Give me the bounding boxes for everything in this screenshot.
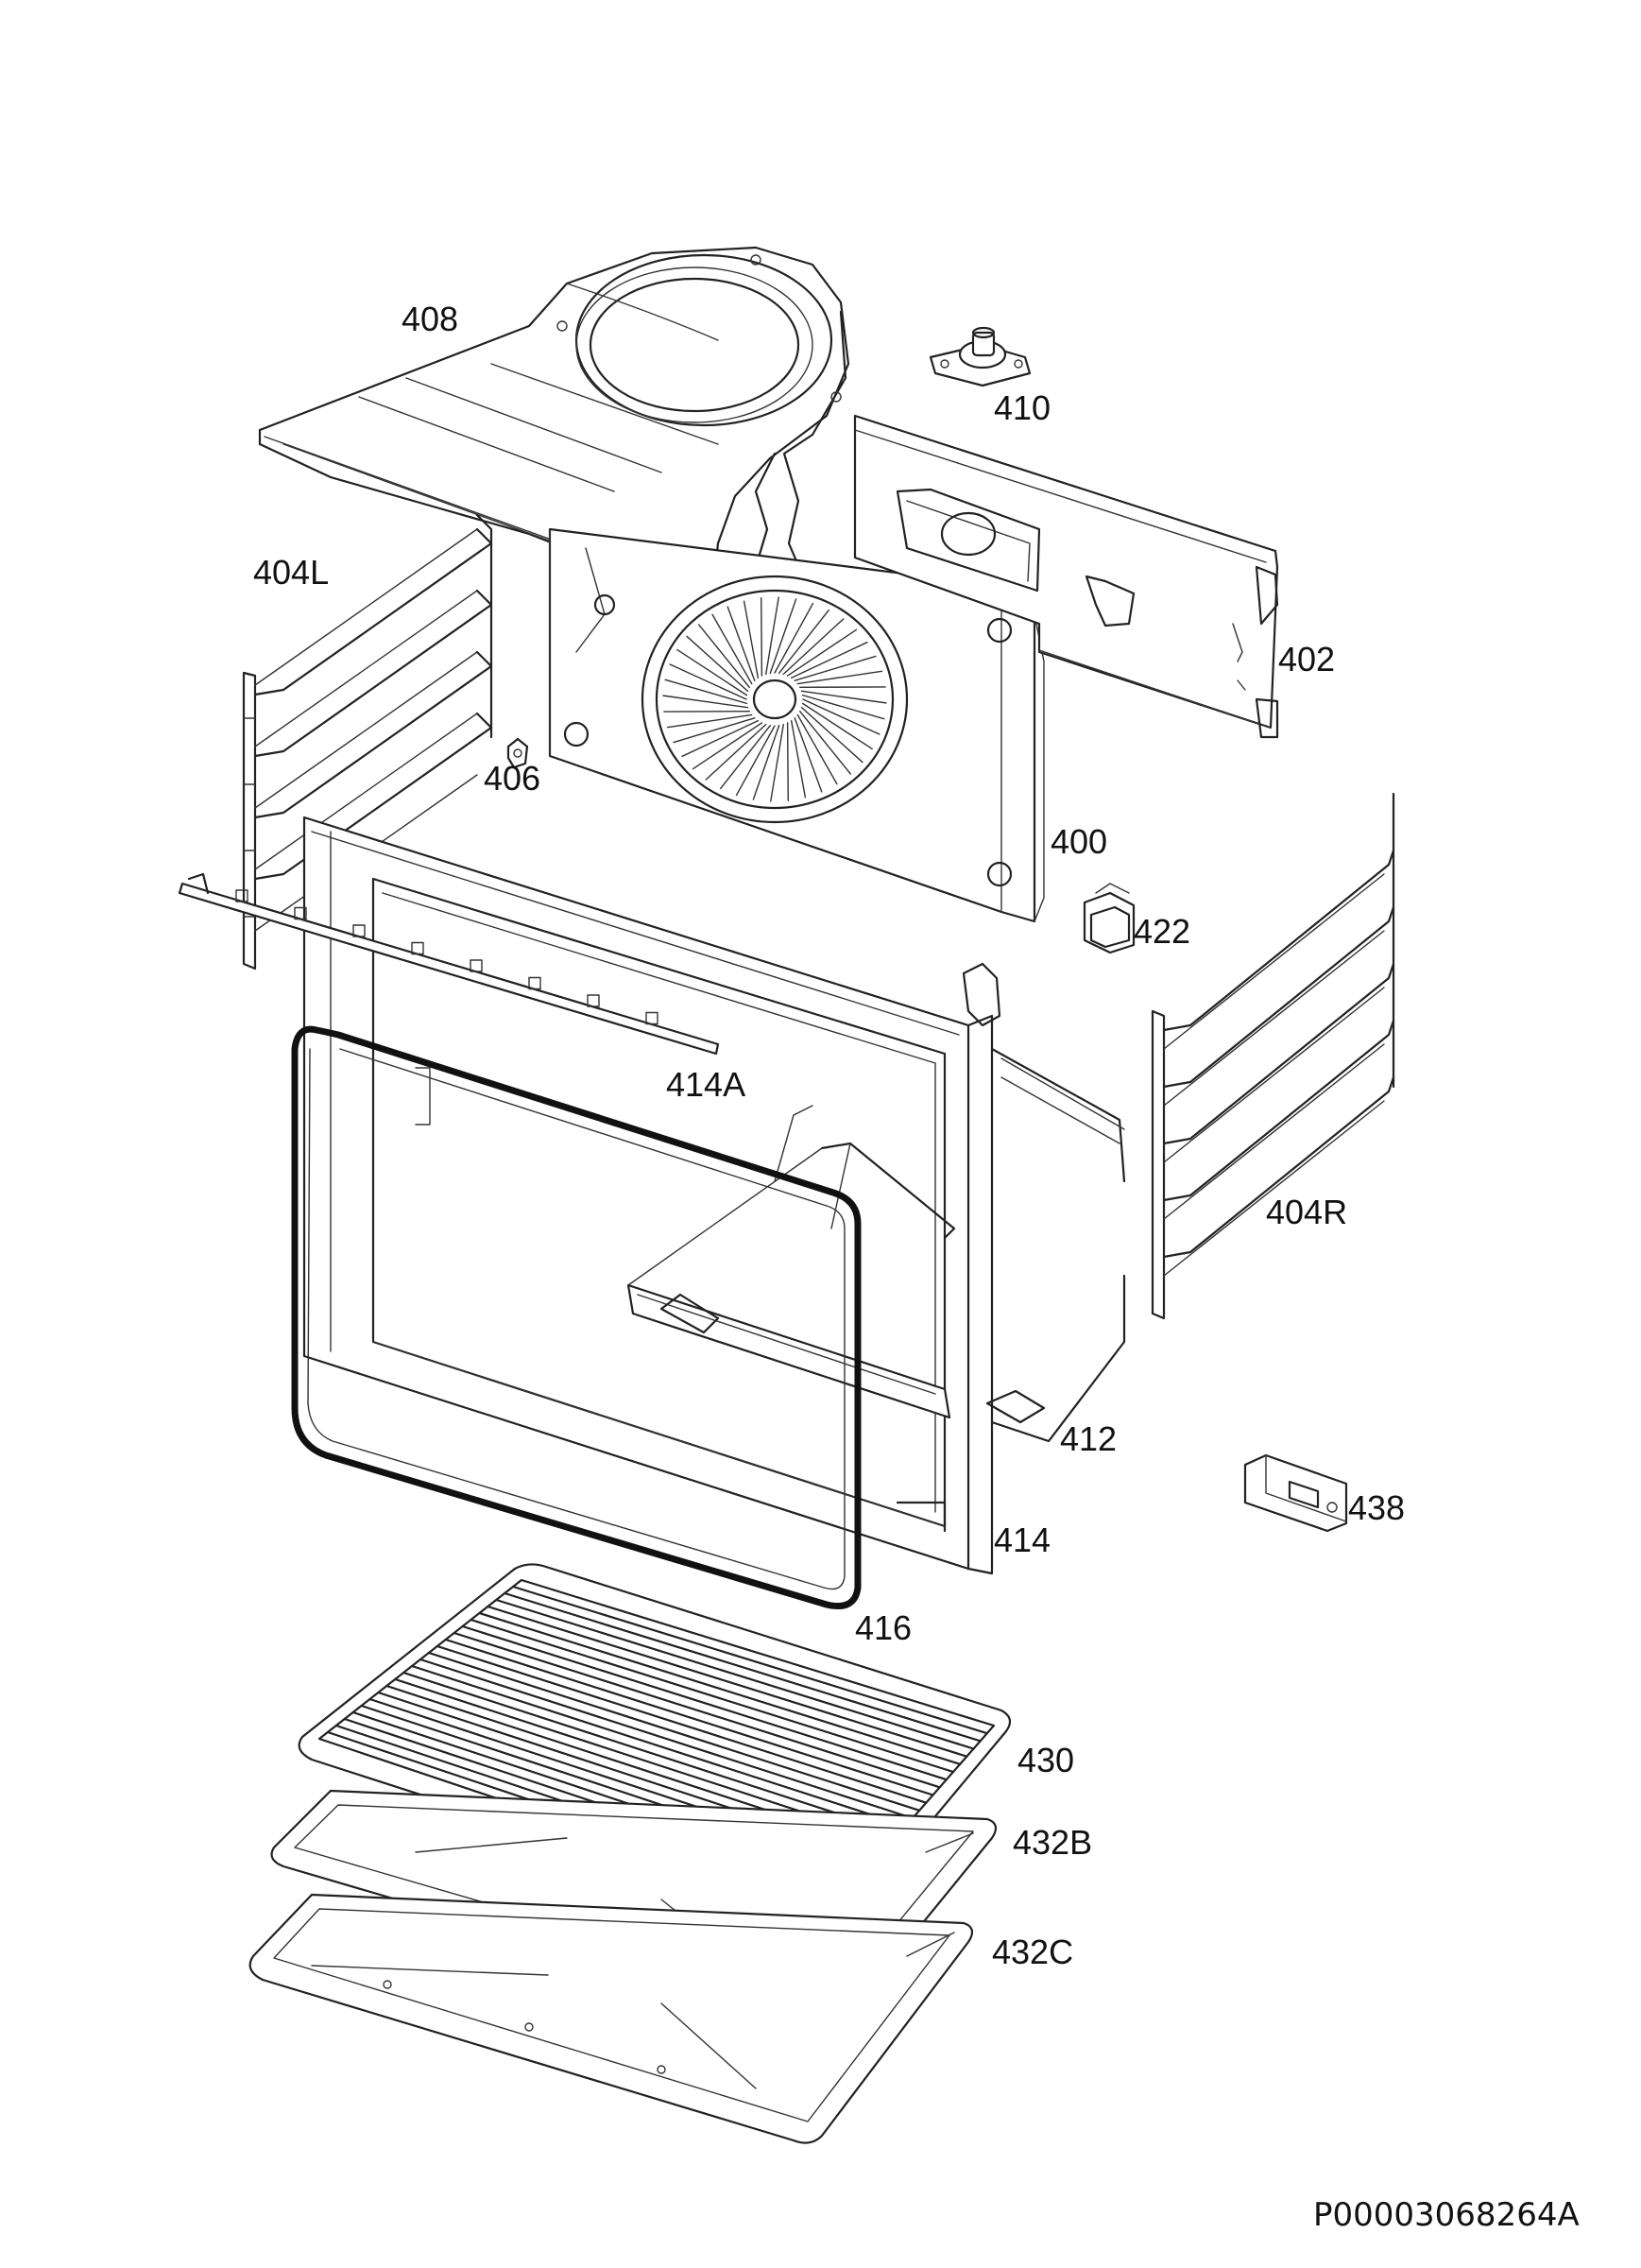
part-410-motor-mount [929,326,1032,387]
label-404L: 404L [253,553,329,592]
label-410: 410 [994,388,1051,427]
label-430: 430 [1017,1741,1074,1779]
part-412-cavity-body [626,1047,1126,1443]
strip-tabs [235,889,658,1025]
fan-grille [662,596,887,802]
label-404R: 404R [1266,1193,1347,1231]
label-402: 402 [1278,640,1335,679]
label-414A: 414A [666,1065,745,1104]
part-402-rear-rail [853,414,1279,739]
part-404R-right-shelf-support [1151,792,1395,1320]
label-406: 406 [484,759,540,798]
part-438-hinge-receiver [1243,1453,1348,1533]
label-422: 422 [1134,912,1190,951]
label-400: 400 [1051,822,1107,861]
part-408-fan-duct-cover [258,246,850,607]
label-432B: 432B [1013,1823,1092,1862]
part-414-front-frame [302,816,1001,1575]
part-414A-bracket-strip [178,872,720,1056]
part-400-rear-panel [548,527,1045,923]
part-416-door-gasket [291,1025,862,1609]
document-code: P00003068264A [1313,2196,1580,2234]
label-432C: 432C [992,1933,1073,1971]
label-438: 438 [1348,1488,1405,1527]
part-432C-deep-tray [248,1893,974,2144]
part-labels: 408 410 402 404L 406 400 422 414A 404R 4… [253,300,1405,1971]
label-412: 412 [1060,1419,1117,1458]
label-414: 414 [994,1521,1051,1559]
part-422-lamp-holder [1083,883,1136,954]
label-408: 408 [402,300,458,338]
label-416: 416 [855,1608,912,1647]
part-406-clip [506,737,529,769]
